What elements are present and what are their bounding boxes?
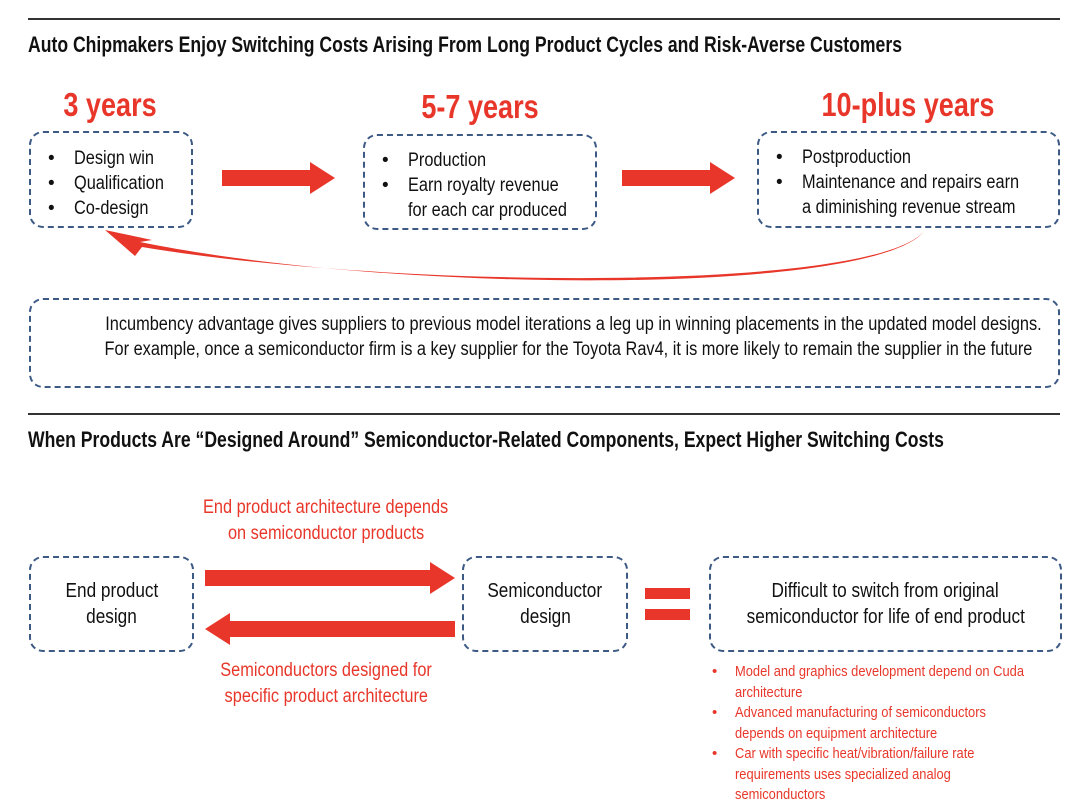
bullet: Design win bbox=[46, 146, 191, 171]
example-item: Advanced manufacturing of semiconductors… bbox=[712, 703, 1071, 744]
arrow-right-icon bbox=[205, 562, 455, 594]
section-rule bbox=[28, 413, 1060, 415]
semiconductor-label: Semiconductor design bbox=[487, 580, 603, 628]
bullet: Production bbox=[380, 148, 595, 173]
note-line-2: For example, once a semiconductor firm i… bbox=[104, 339, 1033, 360]
stage2-duration: 5-7 years bbox=[421, 88, 539, 125]
bullet: Postproduction bbox=[774, 145, 1058, 170]
stage3-box: Postproduction Maintenance and repairs e… bbox=[757, 131, 1060, 228]
end-product-box bbox=[29, 556, 194, 652]
incumbency-note-box bbox=[29, 298, 1060, 388]
top-rule bbox=[28, 18, 1060, 20]
bullet: Earn royalty revenue for each car produc… bbox=[380, 173, 595, 223]
top-arrow-label: End product architecture depends on semi… bbox=[203, 497, 449, 544]
end-product-label: End product design bbox=[65, 580, 158, 628]
return-arrow-icon bbox=[105, 230, 925, 281]
bullet: Co-design bbox=[46, 196, 191, 221]
arrow-right-icon bbox=[622, 162, 735, 194]
example-item: Model and graphics development depend on… bbox=[712, 662, 1071, 703]
bullet: Maintenance and repairs earn a diminishi… bbox=[774, 170, 1058, 220]
result-box bbox=[709, 556, 1062, 652]
examples-list: Model and graphics development depend on… bbox=[712, 662, 1071, 806]
note-line-1: Incumbency advantage gives suppliers to … bbox=[105, 314, 1042, 335]
example-item: Car with specific heat/vibration/failure… bbox=[712, 744, 1071, 806]
stage3-duration: 10-plus years bbox=[821, 86, 995, 123]
stage1-box: Design win Qualification Co-design bbox=[29, 131, 193, 228]
result-label: Difficult to switch from original semico… bbox=[746, 580, 1025, 628]
bullet: Qualification bbox=[46, 171, 191, 196]
stage2-box: Production Earn royalty revenue for each… bbox=[363, 134, 597, 230]
section2-title: When Products Are “Designed Around” Semi… bbox=[28, 427, 944, 452]
arrow-left-icon bbox=[205, 613, 455, 645]
arrow-right-icon bbox=[222, 162, 335, 194]
equals-icon bbox=[645, 588, 690, 599]
stage1-duration: 3 years bbox=[63, 86, 157, 123]
semiconductor-box bbox=[462, 556, 628, 652]
bottom-arrow-label: Semiconductors designed for specific pro… bbox=[220, 660, 432, 707]
section1-title: Auto Chipmakers Enjoy Switching Costs Ar… bbox=[28, 32, 902, 57]
